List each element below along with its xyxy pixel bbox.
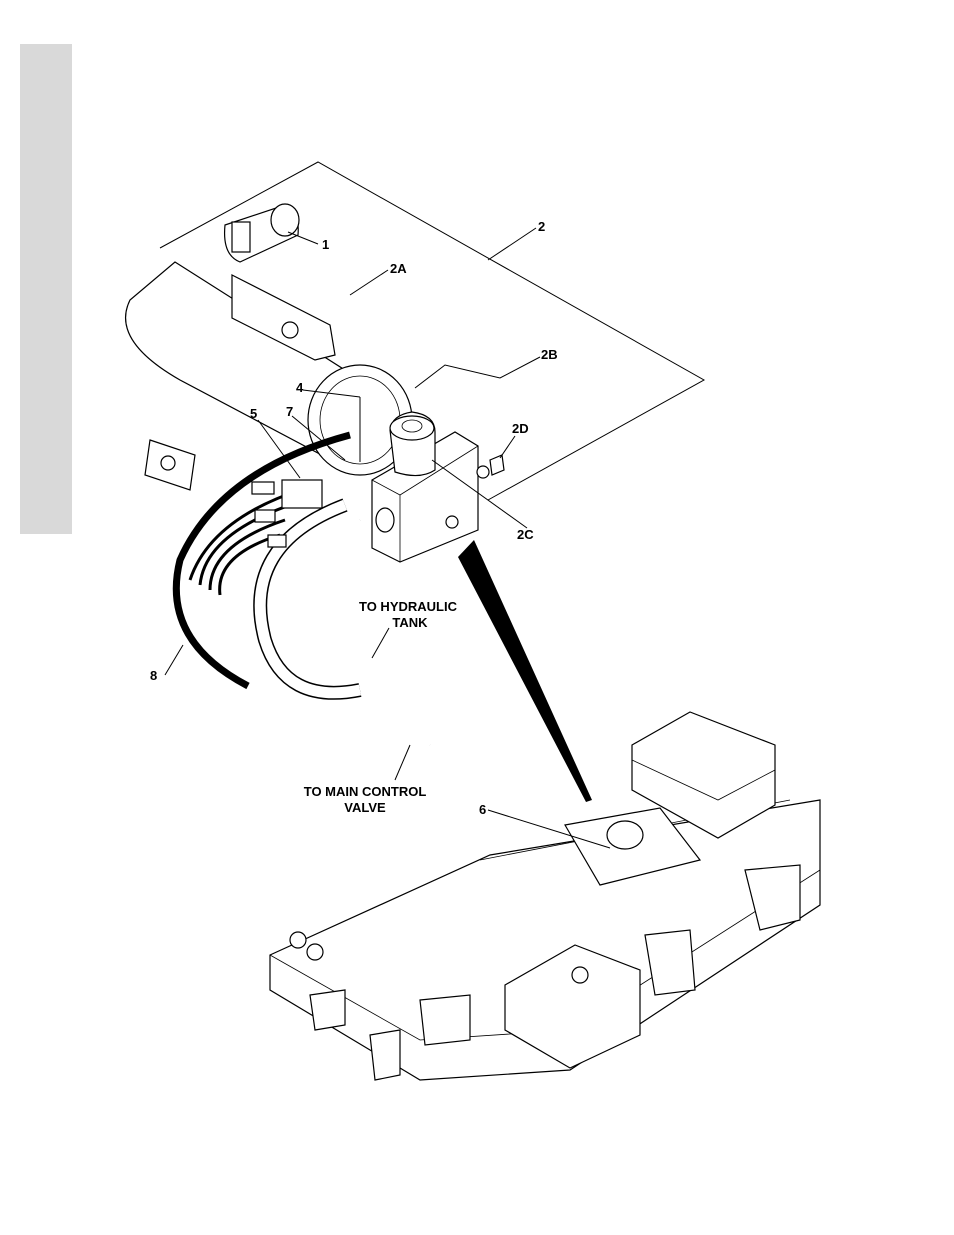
label-7: 7	[286, 404, 293, 419]
label-2c: 2C	[517, 527, 534, 542]
label-2a: 2A	[390, 261, 407, 276]
label-2d: 2D	[512, 421, 529, 436]
note-valve-line2: VALVE	[344, 800, 386, 815]
note-valve-line1: TO MAIN CONTROL	[304, 784, 427, 799]
pump-motor	[126, 262, 412, 490]
callout-wedge	[458, 540, 592, 802]
label-4: 4	[296, 380, 304, 395]
label-5: 5	[250, 406, 257, 421]
solenoid-1	[225, 204, 299, 262]
label-1: 1	[322, 237, 329, 252]
note-tank-line2: TANK	[392, 615, 428, 630]
label-2: 2	[538, 219, 545, 234]
label-8: 8	[150, 668, 157, 683]
chassis	[270, 712, 820, 1080]
note-tank-line1: TO HYDRAULIC	[359, 599, 458, 614]
valve-block	[372, 412, 504, 562]
label-2b: 2B	[541, 347, 558, 362]
label-6: 6	[479, 802, 486, 817]
